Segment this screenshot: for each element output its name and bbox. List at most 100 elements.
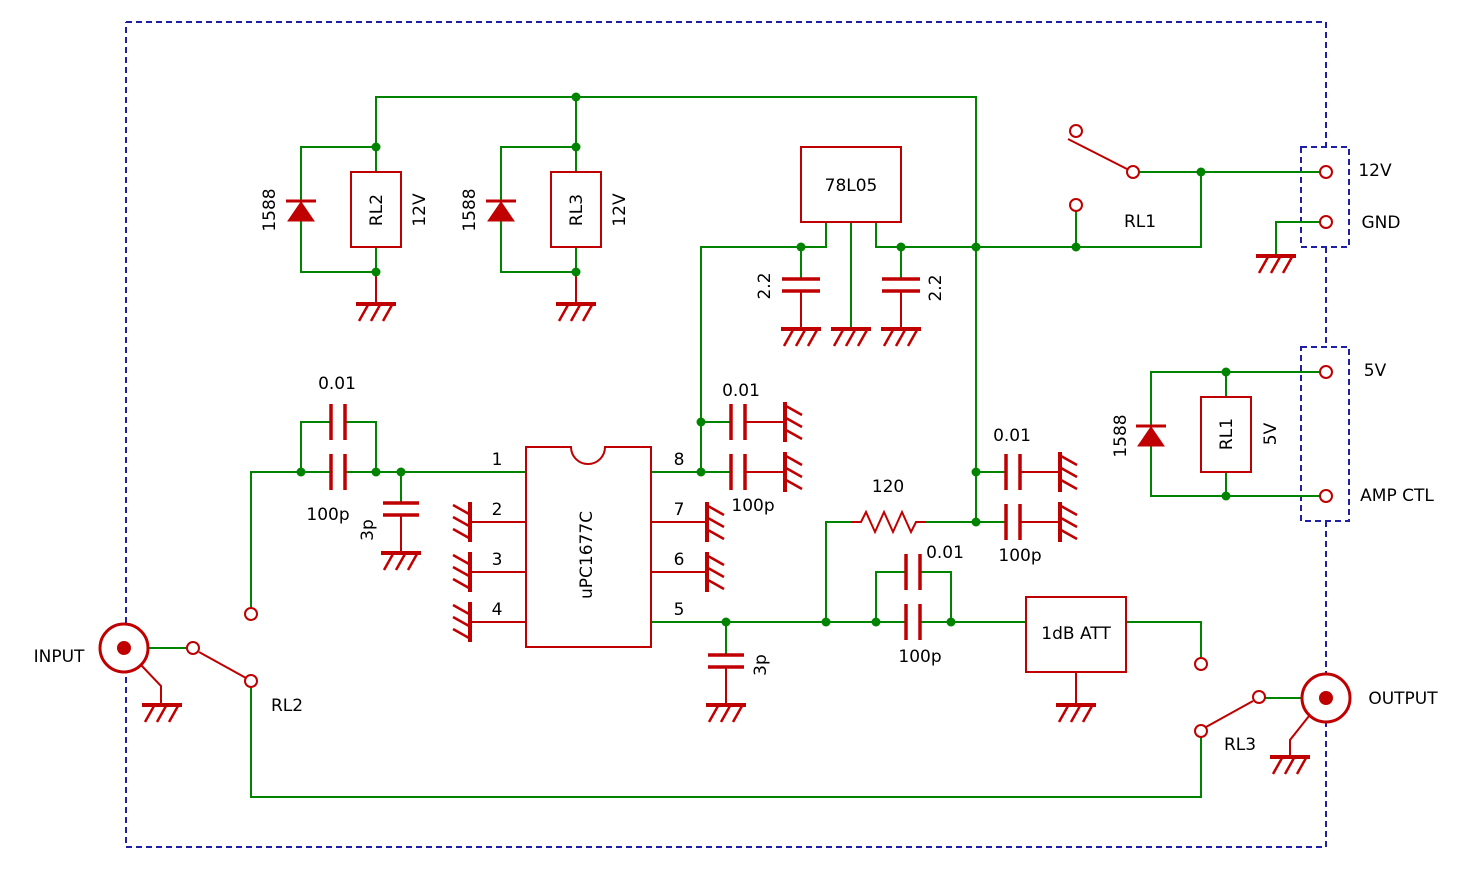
pin1-number: 1	[492, 450, 503, 470]
junction-dot	[571, 267, 581, 277]
junction-dot	[1196, 167, 1206, 177]
output-shunt-cap	[708, 653, 744, 669]
rl1-switch-arm	[1067, 138, 1128, 170]
pin7-number: 7	[674, 500, 685, 520]
wire-gnd-terminal	[1275, 221, 1320, 257]
rl2-bypass-contact	[244, 674, 258, 688]
terminal-12v	[1319, 165, 1333, 179]
terminal-gnd-label: GND	[1362, 213, 1401, 233]
rl2-diode	[287, 201, 315, 222]
rl3-voltage-label: 12V	[610, 193, 630, 227]
rl3-coil	[550, 171, 602, 248]
rl1-diode-label: 1588	[1111, 414, 1131, 457]
rl3-coil-label: RL3	[567, 194, 587, 226]
pin8-cap-a-label: 0.01	[722, 381, 760, 401]
output-connector-ground-icon	[1268, 755, 1312, 776]
left-2-2-cap-ground-icon	[779, 327, 823, 348]
regulator-ground-icon	[829, 327, 873, 348]
junction-dot	[796, 242, 806, 252]
input-coupling-cap-a-label: 0.01	[318, 374, 356, 394]
rl1-diode	[1137, 426, 1165, 447]
input-connector-center	[117, 641, 131, 655]
terminal-5v-label: 5V	[1364, 361, 1387, 381]
input-shunt-cap-label: 3p	[358, 519, 378, 541]
wire-attenuator-out	[1125, 621, 1202, 658]
terminal-amp-ctl-label: AMP CTL	[1360, 486, 1434, 506]
input-shunt-cap	[383, 501, 419, 517]
wire-bias-feed	[825, 521, 852, 623]
junction-dot	[871, 617, 881, 627]
gnd-terminal-ground-icon	[1254, 254, 1298, 275]
rl1-no-contact	[1069, 198, 1083, 212]
input-shunt-ground-icon	[379, 551, 423, 572]
rl2-coil-label: RL2	[367, 194, 387, 226]
input-coupling-cap-b	[329, 454, 347, 490]
terminals	[186, 124, 1333, 738]
rl2-ground-icon	[354, 302, 398, 323]
pin8-cap-b-label: 100p	[731, 496, 774, 516]
pin6-number: 6	[674, 550, 685, 570]
component-bodies	[286, 146, 1252, 673]
rl1-nc-contact	[1069, 124, 1083, 138]
pin6-ground-icon	[705, 550, 726, 594]
junction-dot	[896, 242, 906, 252]
junction-dot	[371, 142, 381, 152]
output-coupling-cap-a	[904, 554, 922, 590]
rl3-diode-label: 1588	[460, 188, 480, 231]
coax-connectors	[98, 622, 1352, 724]
bias-cap-a	[1004, 454, 1022, 490]
regulator-label: 78L05	[825, 176, 878, 196]
rl1-contact-label: RL1	[1124, 212, 1156, 232]
rl2-coil	[350, 171, 402, 248]
bias-resistor-label: 120	[872, 477, 904, 497]
component-leads	[140, 138, 1310, 757]
junction-dot	[971, 517, 981, 527]
rl2-switch-arm	[198, 651, 247, 679]
right-2-2-cap-ground-icon	[879, 327, 923, 348]
right-2-2-cap	[882, 277, 920, 293]
pin2-ground-icon	[451, 500, 472, 544]
junction-dot	[1071, 242, 1081, 252]
output-coupling-cap-a-label: 0.01	[926, 543, 964, 563]
pin8-cap-b-ground-icon	[783, 450, 804, 494]
wire-output-cap-a-right	[919, 571, 952, 623]
junction-dot	[371, 267, 381, 277]
wire-rl3-diode-loop	[500, 146, 577, 273]
amplifier-label: uPC1677C	[577, 511, 597, 599]
junction-dot	[571, 92, 581, 102]
wire-regulator-left-pin	[700, 221, 827, 473]
output-label: OUTPUT	[1368, 689, 1438, 709]
rl3-diode	[487, 201, 515, 222]
junction-dot	[971, 242, 981, 252]
input-connector-ground-lead	[140, 664, 162, 705]
wire-regulator-right-pin	[875, 171, 1202, 248]
rl2-diode-label: 1588	[260, 188, 280, 231]
pin3-ground-icon	[451, 550, 472, 594]
pin4-number: 4	[492, 600, 503, 620]
junction-dot	[371, 467, 381, 477]
output-connector-ground-lead	[1289, 715, 1310, 757]
rl2-contact-label: RL2	[271, 696, 303, 716]
junction-dot	[946, 617, 956, 627]
wire-input-cap-a-left	[300, 421, 332, 473]
wire-input-cap-a-right	[344, 421, 377, 473]
rl2-voltage-label: 12V	[410, 193, 430, 227]
capacitors	[329, 277, 1022, 669]
junction-dot	[1221, 367, 1231, 377]
rl1-coil	[1200, 396, 1252, 473]
wire-bypass	[250, 687, 1202, 798]
amplifier-ic-body	[525, 446, 652, 648]
rl1-common-contact	[1126, 165, 1140, 179]
terminal-gnd	[1319, 215, 1333, 229]
junction-dot	[971, 467, 981, 477]
rl1-voltage-label: 5V	[1261, 422, 1281, 445]
rl2-common-contact	[186, 641, 200, 655]
junction-dot	[296, 467, 306, 477]
wire-input-path	[250, 471, 332, 608]
power-connector-box	[1300, 146, 1350, 248]
bias-cap-b-label: 100p	[998, 546, 1041, 566]
wire-rl2-diode-loop	[300, 146, 377, 273]
pin2-number: 2	[492, 500, 503, 520]
output-coupling-cap-b-label: 100p	[898, 647, 941, 667]
